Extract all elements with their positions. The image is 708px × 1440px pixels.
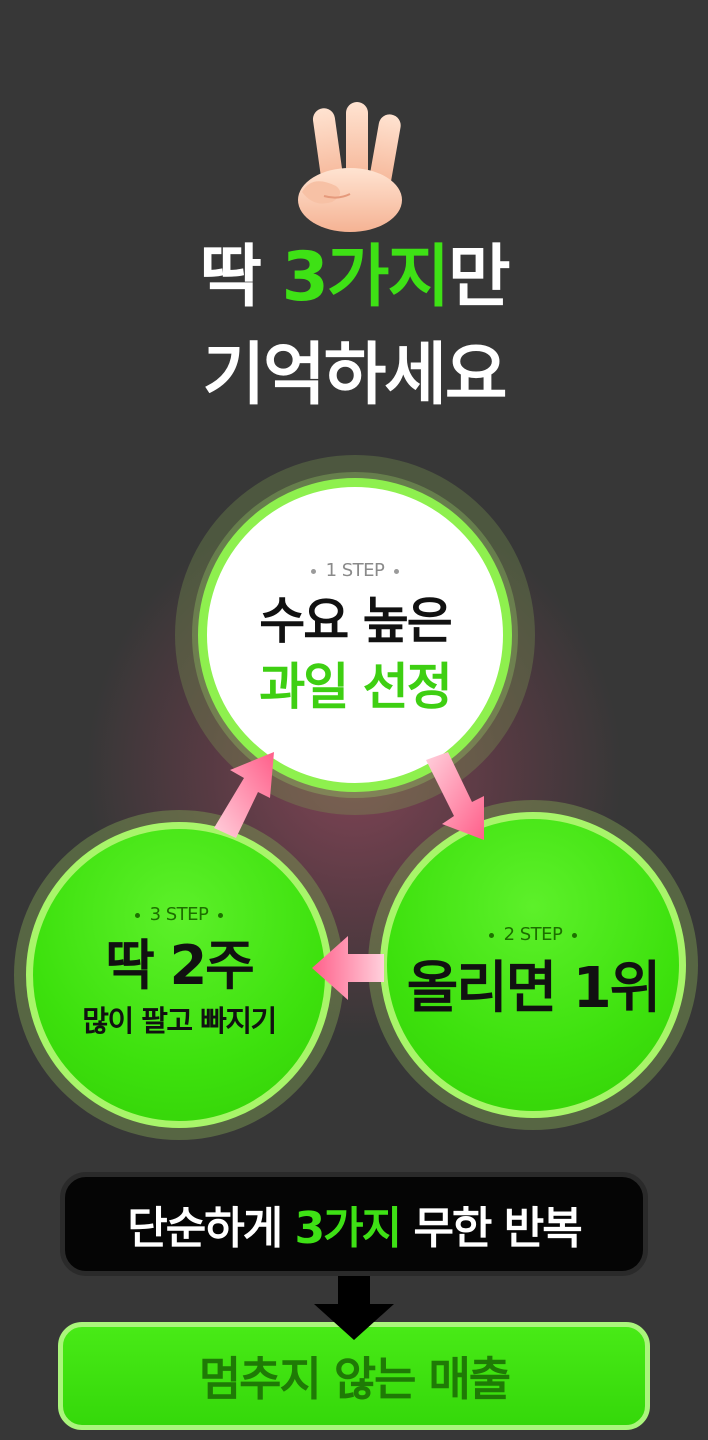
arrow-step1-to-step2-icon: [426, 752, 484, 840]
three-fingers-hand-icon: [298, 102, 402, 232]
step1-title-line2: 과일 선정: [259, 658, 452, 716]
headline-line2: 기억하세요: [202, 336, 508, 415]
step3-label: 3 STEP: [26, 904, 332, 925]
step1-label: 1 STEP: [198, 560, 512, 581]
summary-prefix: 단순하게: [127, 1203, 295, 1254]
arrow-step3-to-step1-icon: [214, 752, 274, 838]
headline-suffix: 만: [448, 238, 511, 317]
summary-box: 단순하게 3가지 무한 반복: [60, 1172, 648, 1276]
result-text: 멈추지 않는 매출: [198, 1352, 511, 1406]
step3-circle: [26, 822, 332, 1128]
summary-suffix: 무한 반복: [400, 1203, 582, 1254]
step3-title-line2: 많이 팔고 빠지기: [82, 1004, 277, 1038]
headline-prefix: 딱: [199, 238, 282, 317]
step1-circle: [198, 478, 512, 792]
summary-highlight: 3가지: [294, 1203, 403, 1254]
step1-title-line1: 수요 높은: [259, 592, 452, 650]
headline-highlight: 3가지: [281, 238, 450, 317]
step2-title: 올리면 1위: [406, 956, 662, 1021]
arrow-down-icon: [314, 1276, 394, 1340]
arrow-step2-to-step3-icon: [312, 936, 384, 1000]
step2-label: 2 STEP: [380, 924, 686, 945]
headline-line1: 딱 3가지만: [0, 238, 708, 318]
step3-title-line1: 딱 2주: [105, 934, 255, 997]
